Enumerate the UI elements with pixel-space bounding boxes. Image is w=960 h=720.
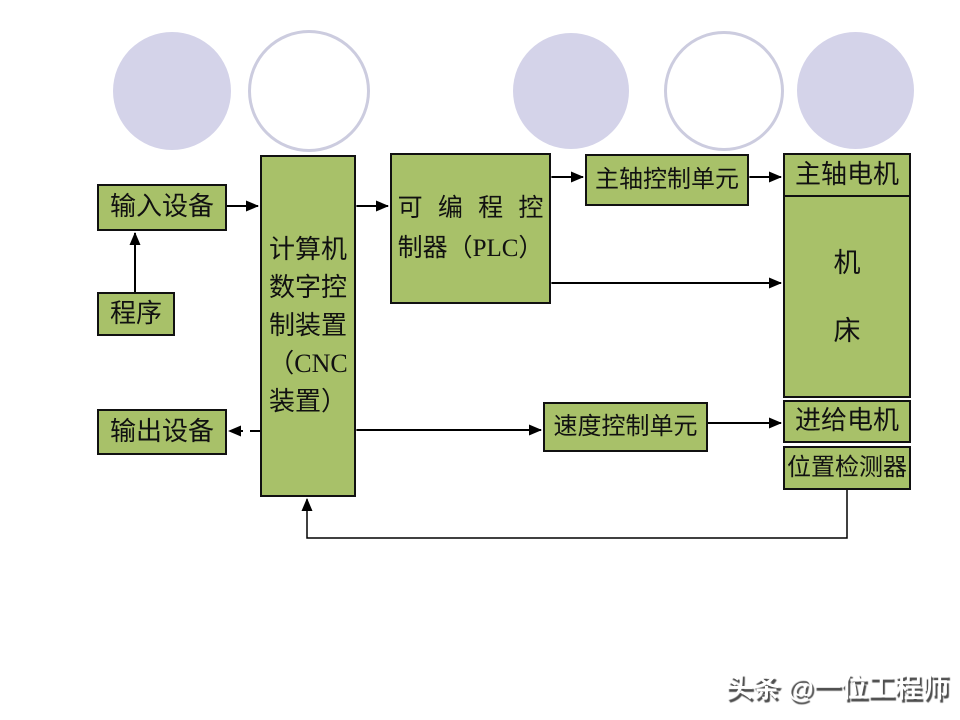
- decor-circle-outline-1: [248, 30, 370, 152]
- arrow-feedback-position-to-cnc: [301, 490, 848, 539]
- decor-circle-filled-2: [513, 33, 629, 149]
- box-spindle-motor: 主轴电机: [783, 153, 911, 197]
- box-program: 程序: [97, 292, 175, 336]
- box-position-detector: 位置检测器: [783, 446, 911, 490]
- box-input-device: 输入设备: [97, 184, 227, 231]
- box-speed-control-unit: 速度控制单元: [543, 402, 708, 452]
- box-output-device: 输出设备: [97, 409, 227, 455]
- decor-circle-filled-1: [113, 32, 231, 150]
- box-spindle-control-unit: 主轴控制单元: [585, 154, 749, 206]
- decor-circle-outline-2: [664, 31, 784, 151]
- box-feed-motor: 进给电机: [783, 400, 911, 443]
- decor-circle-filled-3: [797, 32, 914, 149]
- box-machine-tool: 机 床: [783, 195, 911, 398]
- box-plc: 可 编 程 控 制器（PLC）: [390, 153, 551, 304]
- box-cnc-unit: 计算机 数字控 制装置 （CNC 装置）: [260, 155, 356, 497]
- watermark-text: 头条 @一位工程师: [726, 673, 949, 703]
